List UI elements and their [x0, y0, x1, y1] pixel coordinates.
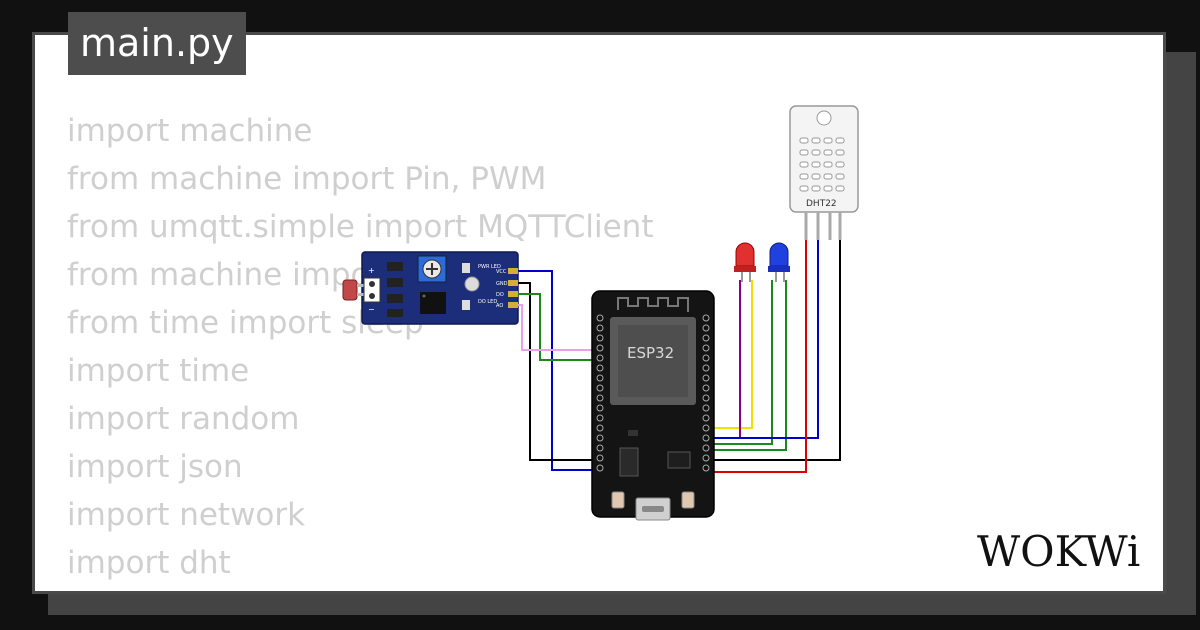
wire-gnd — [518, 282, 600, 461]
wire-green-led-red — [706, 280, 773, 445]
esp32-label: ESP32 — [627, 344, 674, 362]
vcc-pin-label: VCC — [496, 269, 507, 275]
code-line: import random — [67, 401, 300, 437]
do-pin-label: DO — [496, 292, 504, 298]
ao-pin-label: AO — [496, 303, 503, 309]
code-line: from machine import Pin, PWM — [67, 161, 547, 197]
blue-led[interactable] — [768, 242, 790, 282]
pwr-led-label: PWR LED — [478, 264, 501, 270]
wire-dht-black — [706, 240, 841, 461]
wire-do — [518, 293, 600, 361]
dht22-label: DHT22 — [806, 199, 837, 209]
esp32-board[interactable]: ESP32 — [591, 290, 715, 521]
file-tab[interactable]: main.py — [68, 12, 246, 75]
ldr-minus-label: − — [368, 305, 375, 314]
code-line: import machine — [67, 113, 313, 149]
wire-vcc — [518, 270, 600, 471]
code-line: import dht — [67, 545, 231, 581]
code-line: import network — [67, 497, 306, 533]
code-line: from umqtt.simple import MQTTClient — [67, 209, 654, 245]
wokwi-logo-text: WOKWi — [977, 527, 1140, 576]
wire-ao — [518, 304, 600, 351]
code-line: import time — [67, 353, 250, 389]
ldr-plus-label: + — [368, 266, 375, 275]
wire-green-led-blue — [706, 280, 787, 451]
wire-dht-blue — [706, 240, 819, 439]
wire-yellow — [706, 280, 753, 429]
ldr-sensor — [342, 279, 358, 301]
red-led[interactable] — [734, 242, 756, 282]
dht22-sensor[interactable]: DHT22 — [789, 105, 859, 240]
gnd-pin-label: GND — [496, 281, 508, 287]
ldr-module[interactable]: + − PWR LED DO LED VCC GND DO AO — [342, 251, 519, 325]
code-line: import json — [67, 449, 243, 485]
do-led-label: DO LED — [478, 299, 497, 305]
wokwi-logo: WOKWi — [977, 527, 1140, 576]
